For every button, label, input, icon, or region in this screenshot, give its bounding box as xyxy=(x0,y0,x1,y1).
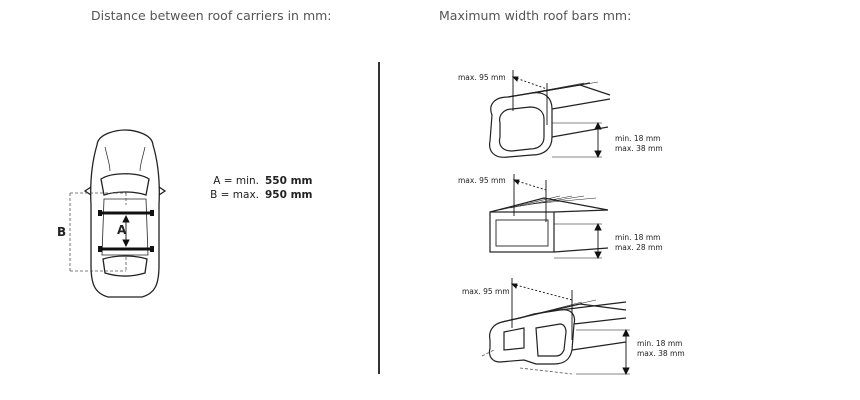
spec-b-value: 950 mm xyxy=(265,189,313,201)
bar3-min-label: min. 18 mm xyxy=(637,339,683,348)
spec-a-value: 550 mm xyxy=(265,175,313,187)
roof-bar-profile-2 xyxy=(489,174,609,260)
bar3-width-label: max. 95 mm xyxy=(462,287,510,296)
bar2-max-label: max. 28 mm xyxy=(615,243,663,252)
car-top-view-diagram xyxy=(69,129,167,298)
right-heading: Maximum width roof bars mm: xyxy=(439,8,632,23)
bar3-max-label: max. 38 mm xyxy=(637,349,685,358)
bar2-width-label: max. 95 mm xyxy=(458,176,506,185)
divider xyxy=(378,62,380,374)
dimension-b-label: B xyxy=(57,225,67,239)
bar1-width-label: max. 95 mm xyxy=(458,73,506,82)
roof-bar-profile-3 xyxy=(481,278,630,376)
spec-b-key: B = max. xyxy=(210,189,259,201)
roof-bar-profile-1 xyxy=(489,70,611,159)
spec-a-row: A = min. 550 mm xyxy=(207,175,321,187)
spec-a-key: A = min. xyxy=(213,175,259,187)
dimension-a-label: A xyxy=(117,223,127,237)
spec-b-row: B = max. 950 mm xyxy=(207,189,321,201)
bar1-max-label: max. 38 mm xyxy=(615,144,663,153)
bar2-min-label: min. 18 mm xyxy=(615,233,661,242)
left-heading: Distance between roof carriers in mm: xyxy=(91,8,332,23)
bar1-min-label: min. 18 mm xyxy=(615,134,661,143)
